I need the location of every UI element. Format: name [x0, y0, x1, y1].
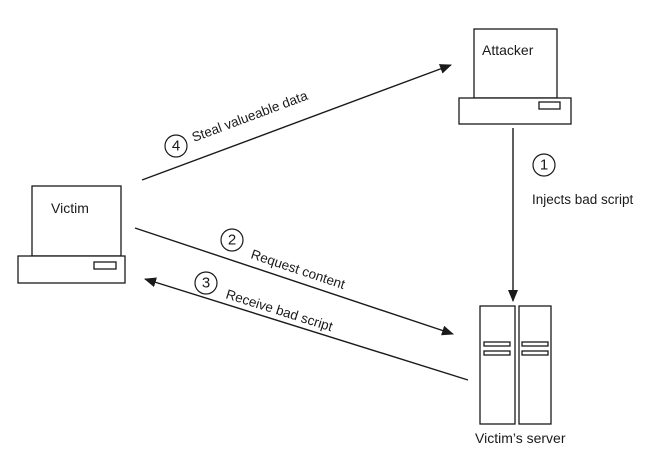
- victim-label: Victim: [51, 200, 89, 216]
- step-1-circle: [532, 153, 556, 177]
- attacker-drive-slot: [538, 101, 561, 110]
- victim-drive-slot: [93, 261, 117, 270]
- step-3-number: 3: [202, 275, 210, 292]
- step-4-label: Steal valueable data: [190, 88, 310, 145]
- step-2-circle: [220, 228, 244, 252]
- server-left-slot-1: [483, 341, 511, 347]
- server-towers: [479, 305, 552, 425]
- step-1-number: 1: [540, 157, 548, 174]
- step-1: 1 Injects bad script: [532, 153, 634, 207]
- step-4: 4 Steal valueable data: [164, 88, 310, 158]
- victim-monitor: [31, 185, 122, 257]
- step-3-circle: [194, 271, 218, 295]
- server-label: Victim’s server: [475, 430, 566, 446]
- attacker-label: Attacker: [482, 42, 534, 58]
- step-2: 2 Request content: [220, 228, 347, 293]
- step-4-circle: [164, 134, 188, 158]
- step-2-number: 2: [228, 232, 236, 249]
- attacker-computer: Attacker: [458, 28, 572, 125]
- server-tower-right: [518, 305, 552, 425]
- server-right-slot-2: [521, 350, 549, 356]
- arrow-receive-script: [144, 277, 469, 381]
- arrow-steal-data: [141, 64, 452, 181]
- victim-computer: Victim: [17, 185, 126, 284]
- attacker-monitor: [473, 28, 558, 99]
- server-tower-left: [479, 305, 516, 425]
- server-left-slot-2: [483, 350, 511, 356]
- server-right-slot-1: [521, 341, 549, 347]
- step-2-label: Request content: [249, 247, 347, 293]
- step-3-label: Receive bad script: [224, 287, 335, 335]
- arrow-request-content: [134, 227, 454, 336]
- step-4-number: 4: [172, 138, 180, 155]
- step-1-label: Injects bad script: [532, 192, 634, 207]
